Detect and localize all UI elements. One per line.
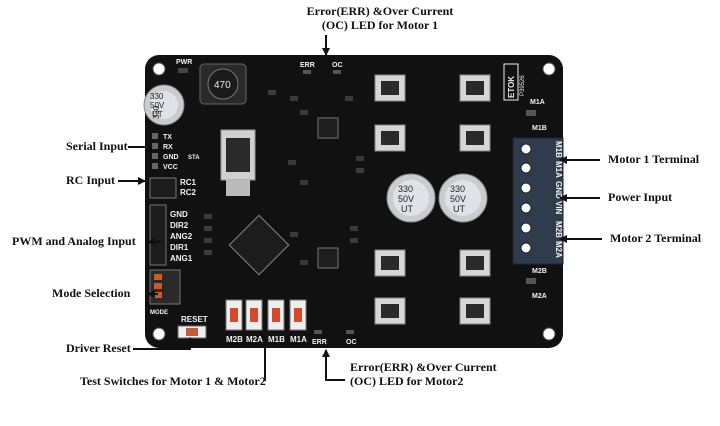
terminal-label-m2b: M2B bbox=[554, 221, 563, 238]
driver-ic-motor1 bbox=[317, 117, 339, 139]
cap-mid1-line2: 50V bbox=[398, 194, 414, 204]
mounting-hole bbox=[542, 327, 556, 341]
m2b-label: M2B bbox=[532, 268, 547, 275]
logo-text: ETOK bbox=[507, 76, 516, 98]
callout-test-switches: Test Switches for Motor 1 & Motor2 bbox=[80, 374, 266, 388]
callout-power-input: Power Input bbox=[608, 190, 673, 204]
driver-ic-motor2 bbox=[317, 247, 339, 269]
pwm-pin-gnd: GND bbox=[170, 210, 188, 219]
rc2-label: RC2 bbox=[180, 188, 197, 197]
test-switches bbox=[225, 299, 307, 331]
pin-label-tx: TX bbox=[163, 134, 172, 141]
capacitor-left: 330 bbox=[143, 84, 185, 126]
pwm-pin-ang2: ANG2 bbox=[170, 232, 193, 241]
err-bottom-label: ERR bbox=[312, 339, 327, 346]
cap-left-line1: 330 bbox=[150, 92, 164, 101]
capacitor-mid-1 bbox=[386, 173, 436, 223]
m1b-label: M1B bbox=[532, 125, 547, 132]
pwr-label: PWR bbox=[176, 59, 192, 66]
capacitor-mid-2 bbox=[438, 173, 488, 223]
pwr-led bbox=[178, 68, 188, 73]
callout-motor1-terminal: Motor 1 Terminal bbox=[608, 152, 700, 166]
oc-top-label: OC bbox=[332, 62, 343, 69]
mounting-hole bbox=[542, 62, 556, 76]
callout-rc-input: RC Input bbox=[66, 173, 116, 187]
logo-box bbox=[503, 63, 519, 101]
svg-text:330: 330 bbox=[152, 105, 161, 119]
mounting-hole bbox=[152, 327, 166, 341]
pwm-header bbox=[149, 204, 167, 266]
cap-left-line2: 50V bbox=[150, 101, 165, 110]
rc1-label: RC1 bbox=[180, 178, 197, 187]
part-number: P39526 bbox=[520, 75, 526, 96]
callout-mode-selection: Mode Selection bbox=[52, 286, 131, 300]
arrow-driver-reset bbox=[133, 337, 194, 350]
cap-mid2-line3: UT bbox=[453, 204, 465, 214]
smd-components bbox=[204, 90, 364, 265]
terminal-label-vin: VIN bbox=[554, 201, 563, 215]
oc-led-motor1 bbox=[333, 70, 341, 74]
err-led-motor2 bbox=[314, 330, 322, 334]
mode-dip-switch bbox=[149, 269, 181, 305]
reset-label: RESET bbox=[181, 315, 208, 324]
cap-left-line3: UT bbox=[152, 110, 163, 119]
mode-label: MODE bbox=[150, 310, 168, 316]
mounting-hole bbox=[152, 62, 166, 76]
cap-mid2-line1: 330 bbox=[450, 184, 465, 194]
callout-driver-reset: Driver Reset bbox=[66, 341, 131, 355]
cap-mid1-line3: UT bbox=[401, 204, 413, 214]
cap-mid2-line2: 50V bbox=[450, 194, 466, 204]
pwm-pin-dir1: DIR1 bbox=[170, 243, 189, 252]
switch-label-m1a: M1A bbox=[290, 335, 307, 344]
err-led-motor1 bbox=[303, 70, 311, 74]
callout-err-oc-motor2: Error(ERR) &Over Current (OC) LED for Mo… bbox=[350, 360, 497, 388]
sta-label: STA bbox=[188, 155, 200, 161]
pcb-board bbox=[145, 55, 563, 348]
callout-err-oc-motor1: Error(ERR) &Over Current (OC) LED for Mo… bbox=[306, 4, 454, 32]
oc-bottom-label: OC bbox=[346, 339, 357, 346]
terminal-label-m1b: M1B bbox=[554, 141, 563, 158]
terminal-label-m1a: M1A bbox=[554, 161, 563, 178]
callout-pwm-analog-input: PWM and Analog Input bbox=[12, 234, 136, 248]
rc-header bbox=[149, 177, 177, 199]
serial-header-pins bbox=[152, 133, 158, 169]
pin-label-vcc: VCC bbox=[163, 164, 178, 171]
pwm-pin-ang1: ANG1 bbox=[170, 254, 193, 263]
terminal-label-gnd: GND bbox=[554, 181, 563, 199]
microcontroller bbox=[228, 214, 290, 276]
mosfets bbox=[374, 74, 491, 325]
pwm-pin-dir2: DIR2 bbox=[170, 221, 189, 230]
callout-serial-input: Serial Input bbox=[66, 139, 128, 153]
switch-label-m2b: M2B bbox=[226, 335, 243, 344]
terminal-label-m2a: M2A bbox=[554, 241, 563, 258]
pin-label-rx: RX bbox=[163, 144, 173, 151]
callout-motor2-terminal: Motor 2 Terminal bbox=[610, 231, 702, 245]
terminal-screws bbox=[520, 143, 532, 254]
oc-led-motor2 bbox=[346, 330, 354, 334]
err-top-label: ERR bbox=[300, 62, 315, 69]
m2a-label: M2A bbox=[532, 293, 547, 300]
m1a-label: M1A bbox=[530, 99, 545, 106]
pin-label-gnd: GND bbox=[163, 154, 179, 161]
arrow-err-oc-motor2 bbox=[322, 349, 345, 381]
cap-mid1-line1: 330 bbox=[398, 184, 413, 194]
switch-label-m1b: M1B bbox=[268, 335, 285, 344]
inductor-value: 470 bbox=[214, 80, 231, 91]
switch-label-m2a: M2A bbox=[246, 335, 263, 344]
